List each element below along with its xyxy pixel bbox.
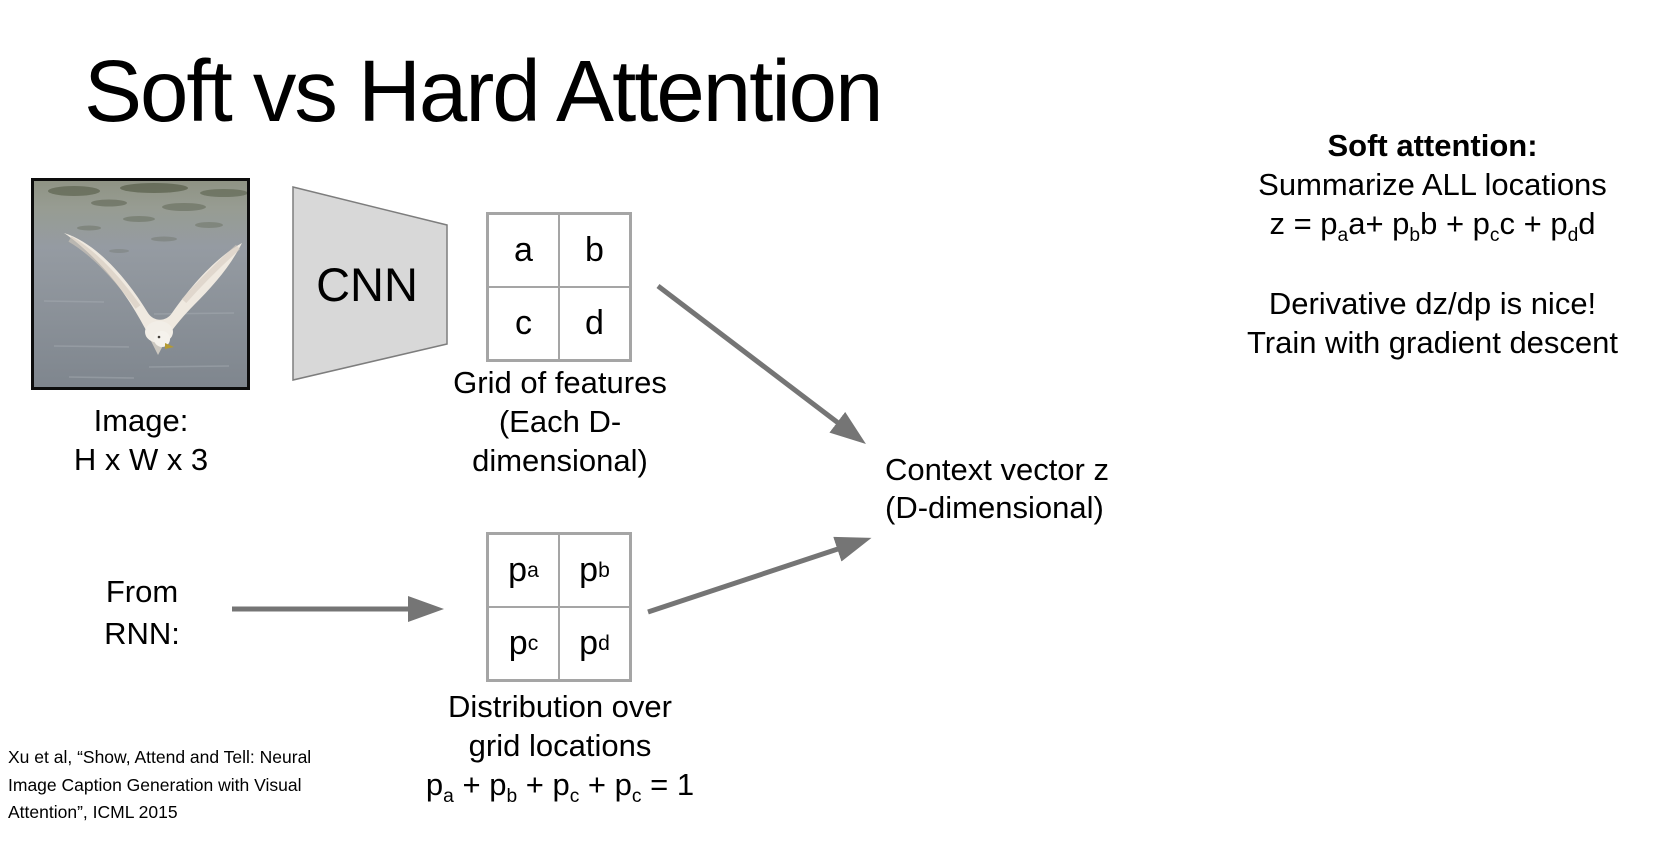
- feature-cell-d: d: [559, 287, 630, 360]
- eye: [157, 335, 161, 339]
- from-rnn-line2: RNN:: [104, 616, 180, 651]
- water-ripples: [43, 300, 235, 379]
- soft-attention-line1: Summarize ALL locations: [1258, 167, 1607, 202]
- citation-line3: Attention”, ICML 2015: [8, 802, 178, 822]
- cnn-trapezoid: [292, 186, 448, 381]
- feature-grid: a b c d: [486, 212, 632, 362]
- soft-attention-formula: z = paa+ pbb + pcc + pdd: [1269, 206, 1596, 247]
- from-rnn-label: From RNN:: [92, 571, 192, 655]
- distribution-caption: Distribution over grid locations pa + pb…: [390, 687, 730, 808]
- distribution-sum-formula: pa + pb + pc + pc = 1: [425, 767, 695, 808]
- water-reflections: [48, 183, 247, 253]
- feature-grid-caption-line3: dimensional): [472, 443, 648, 478]
- citation: Xu et al, “Show, Attend and Tell: Neural…: [8, 744, 353, 827]
- soft-attention-notes: Soft attention: Summarize ALL locations …: [1180, 126, 1655, 362]
- cnn-label: CNN: [316, 258, 418, 311]
- left-wing-shading: [68, 236, 141, 309]
- distribution-caption-line2: grid locations: [468, 728, 652, 763]
- distribution-caption-line1: Distribution over: [448, 689, 672, 724]
- image-caption: Image: H x W x 3: [11, 401, 271, 479]
- feature-cell-c: c: [488, 287, 559, 360]
- feature-cell-b: b: [559, 214, 630, 287]
- soft-attention-line2: Derivative dz/dp is nice!: [1268, 286, 1597, 321]
- distribution-to-context-arrow: [647, 536, 872, 615]
- citation-line1: Xu et al, “Show, Attend and Tell: Neural: [8, 747, 312, 767]
- seagull-icon: [64, 233, 242, 355]
- slide-title: Soft vs Hard Attention: [84, 43, 883, 140]
- feature-cell-a: a: [488, 214, 559, 287]
- feature-grid-caption-line2: (Each D-: [498, 404, 622, 439]
- context-vector-line2: (D-dimensional): [885, 490, 1104, 525]
- image-caption-line2: H x W x 3: [73, 442, 209, 477]
- feature-grid-caption: Grid of features (Each D- dimensional): [425, 363, 695, 480]
- head: [154, 331, 170, 347]
- bird-over-water-illustration: [34, 181, 247, 387]
- from-rnn-line1: From: [105, 574, 179, 609]
- soft-attention-heading: Soft attention:: [1327, 128, 1538, 163]
- image-caption-line1: Image:: [93, 403, 189, 438]
- citation-line2: Image Caption Generation with Visual: [8, 774, 302, 795]
- soft-attention-line3: Train with gradient descent: [1246, 325, 1619, 360]
- bird-image: [31, 178, 250, 390]
- cnn-trapezoid-shape: [292, 186, 448, 381]
- context-vector-line1: Context vector z: [885, 452, 1109, 487]
- context-vector-label: Context vector z (D-dimensional): [885, 451, 1109, 527]
- feature-grid-caption-line1: Grid of features: [453, 365, 667, 400]
- beak: [165, 343, 174, 349]
- right-wing-shading: [181, 244, 241, 303]
- features-to-context-arrow: [656, 284, 866, 445]
